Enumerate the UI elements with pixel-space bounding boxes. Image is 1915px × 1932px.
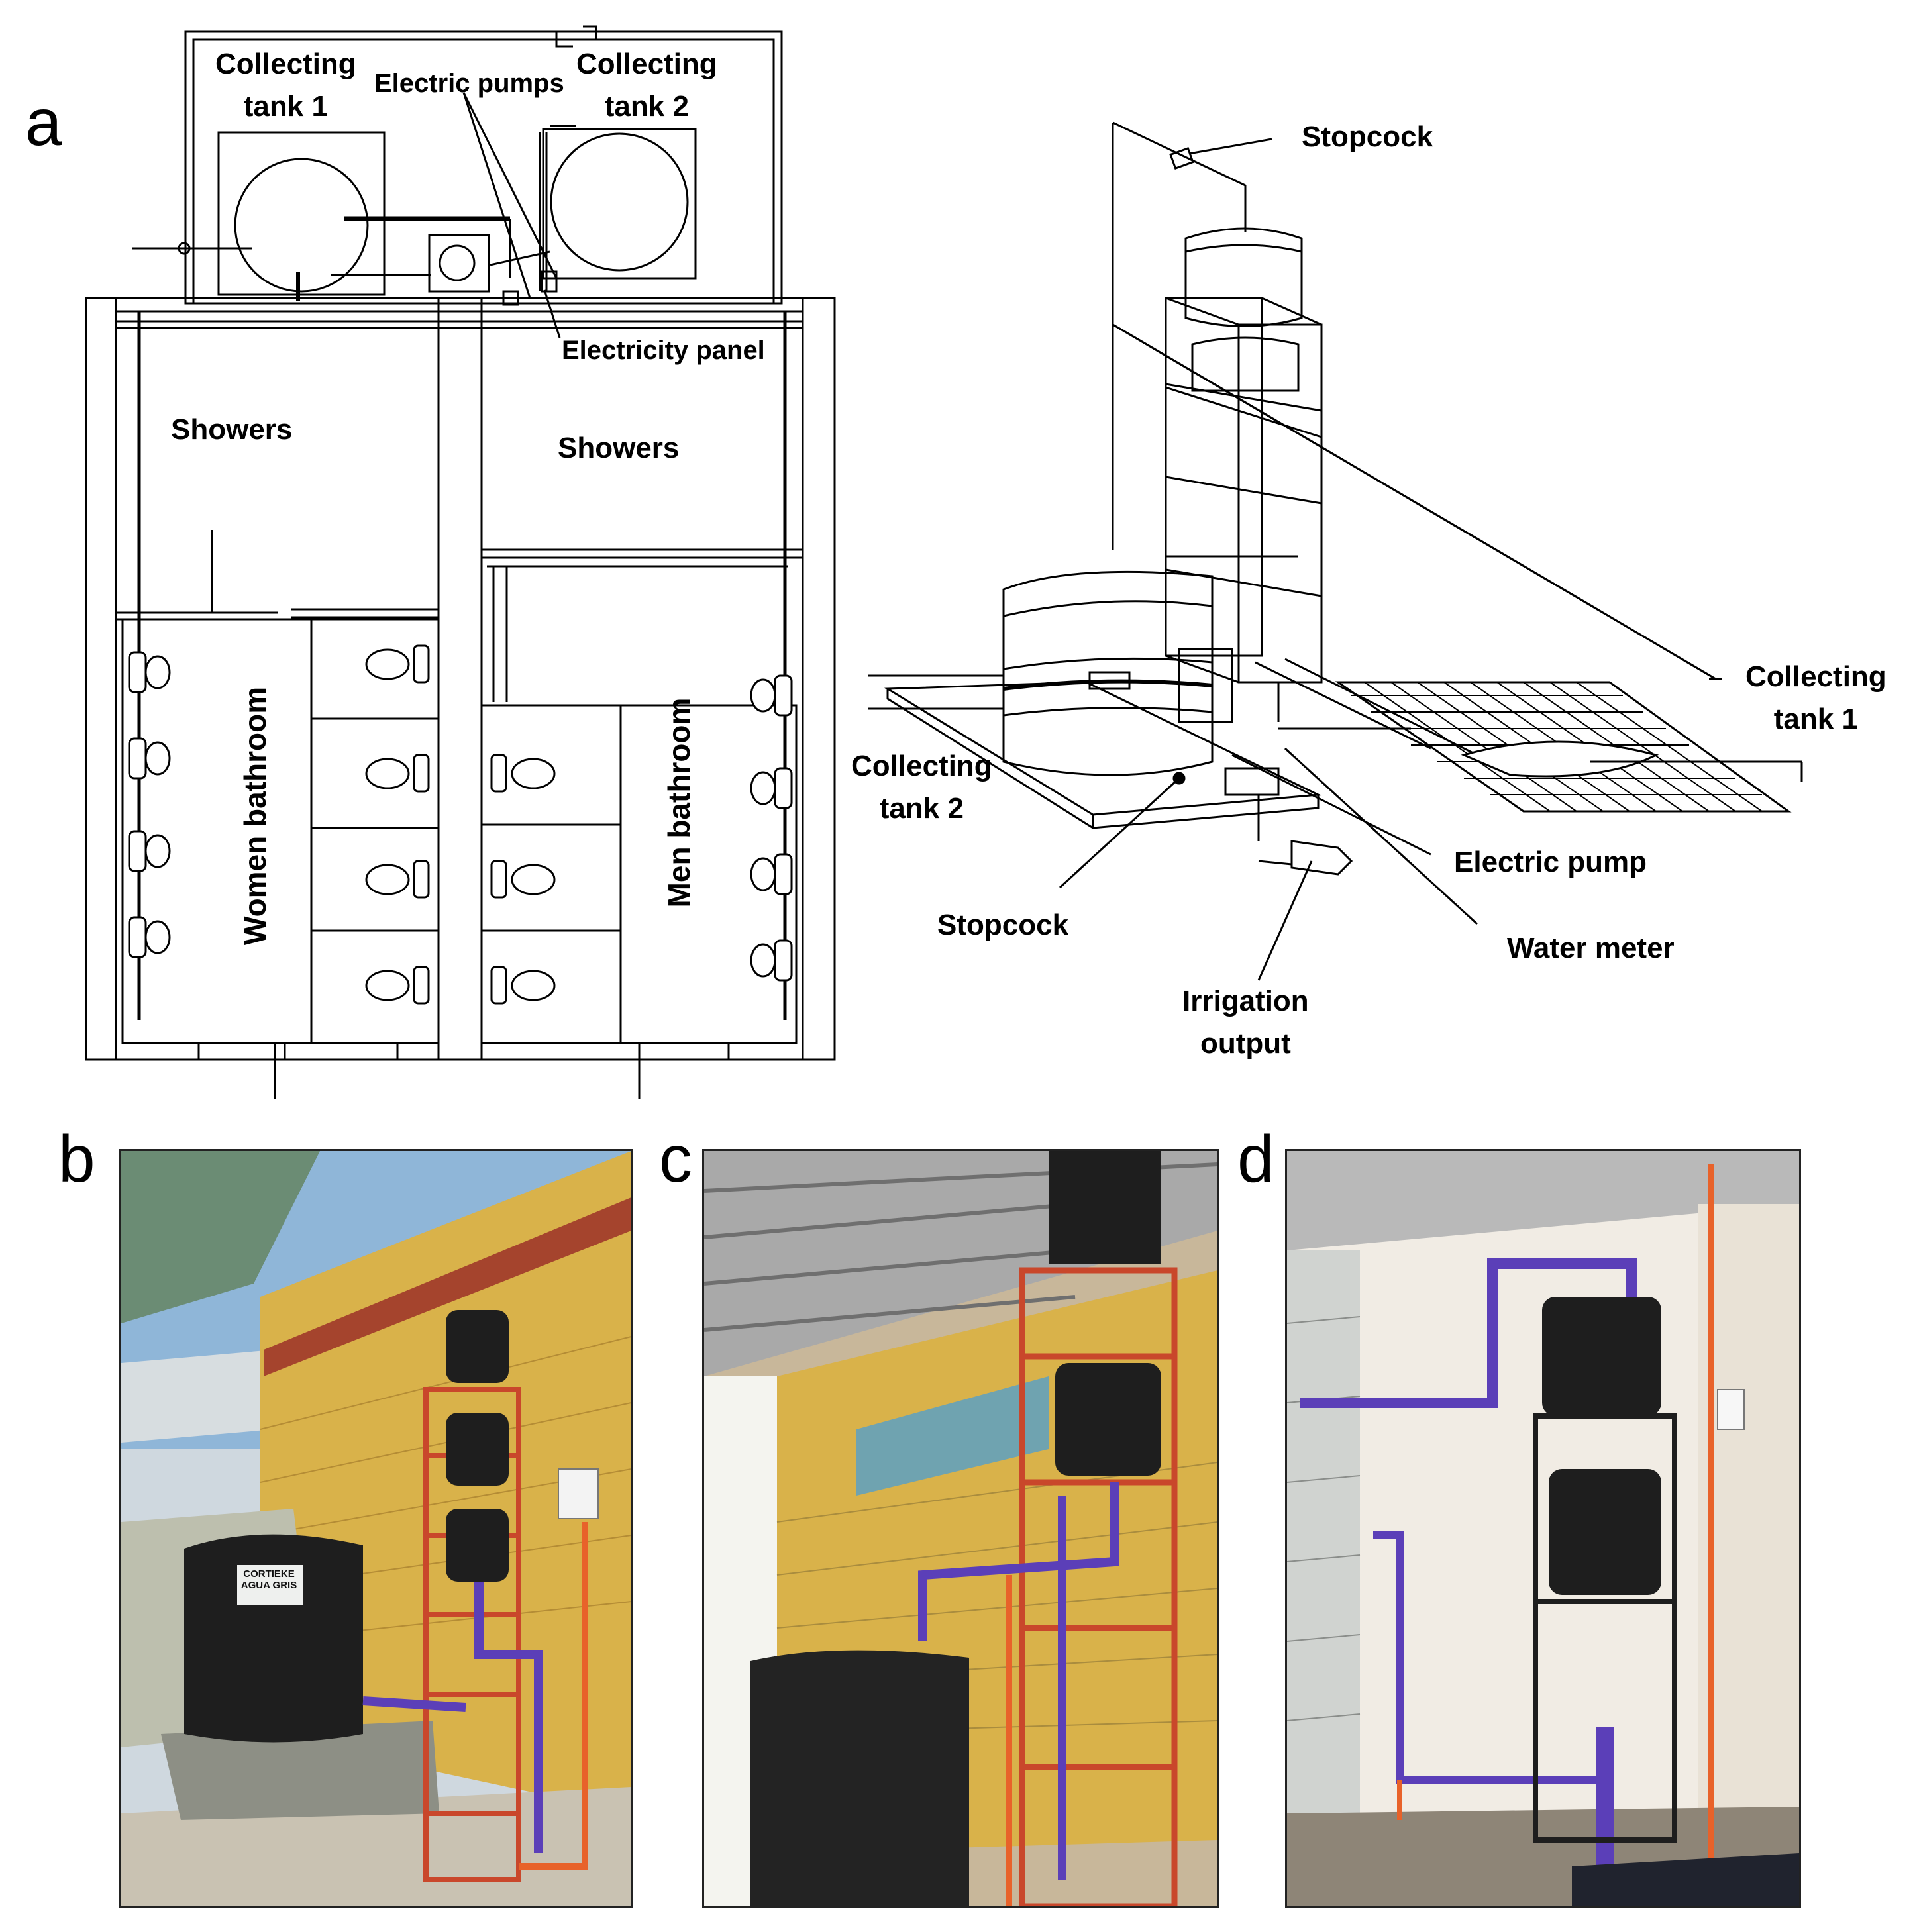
fp-electricity-panel-label: Electricity panel [562, 336, 765, 365]
iso-water-meter-label: Water meter [1507, 932, 1675, 964]
mesh-grid [1335, 681, 1792, 813]
panel-letter-c: c [659, 1122, 692, 1196]
photo-b [119, 1149, 633, 1908]
tank-black-d1 [1542, 1297, 1661, 1416]
urinal-icon [750, 674, 793, 717]
panel-letter-a: a [25, 85, 62, 160]
tank-black-d2 [1549, 1469, 1661, 1595]
iso-tank1-label: Collecting tank 1 [1745, 660, 1887, 735]
iso-stopcock-top-label: Stopcock [1302, 121, 1433, 153]
fp-pumps-label: Electric pumps [374, 69, 564, 98]
toilet-icon [490, 860, 556, 899]
fp-showers-left: Showers [171, 413, 293, 446]
toilet-icon [490, 966, 556, 1005]
photo-d [1285, 1149, 1801, 1908]
iso-stopcock-bottom-label: Stopcock [937, 909, 1069, 941]
fp-tank2-label: Collecting tank 2 [576, 48, 717, 123]
toilet-icon [365, 860, 430, 899]
panel-letter-b: b [58, 1122, 95, 1196]
tank-black [184, 1534, 363, 1743]
tank1-base [217, 131, 386, 296]
urinal-icon [750, 853, 793, 895]
panel-letter-d: d [1237, 1122, 1274, 1196]
photo-c [702, 1149, 1219, 1908]
iso-irrigation-output-label: Irrigation output [1182, 985, 1309, 1060]
toilet-icon [365, 754, 430, 793]
toilet-icon [128, 737, 171, 780]
toilet-icon [128, 651, 171, 693]
isometric-drawing [868, 121, 1803, 981]
urinal-icon [750, 767, 793, 809]
toilet-icon [490, 754, 556, 793]
floorplan-drawing [85, 25, 1803, 1099]
fp-tank1-label: Collecting tank 1 [215, 48, 356, 123]
tank1-circle [234, 158, 369, 293]
iso-tank2-label: Collecting tank 2 [851, 750, 992, 825]
fp-showers-right: Showers [558, 432, 680, 464]
tank2-circle [550, 132, 689, 272]
men-bathroom-room [619, 704, 798, 1044]
urinal-icon [750, 939, 793, 982]
tank2-base [542, 128, 697, 280]
pump-box [428, 234, 490, 293]
toilet-icon [128, 916, 171, 958]
toilet-icon [128, 830, 171, 872]
tank2-iso [1002, 570, 1214, 776]
fp-women-bathroom: Women bathroom [238, 686, 272, 945]
fp-men-bathroom: Men bathroom [662, 697, 696, 908]
toilet-icon [365, 966, 430, 1005]
photo-b-sticker: CORTIEKE AGUA GRIS [240, 1568, 297, 1592]
toilet-icon [365, 644, 430, 684]
tank-black-c [750, 1650, 969, 1906]
iso-electric-pump-label: Electric pump [1454, 846, 1647, 878]
